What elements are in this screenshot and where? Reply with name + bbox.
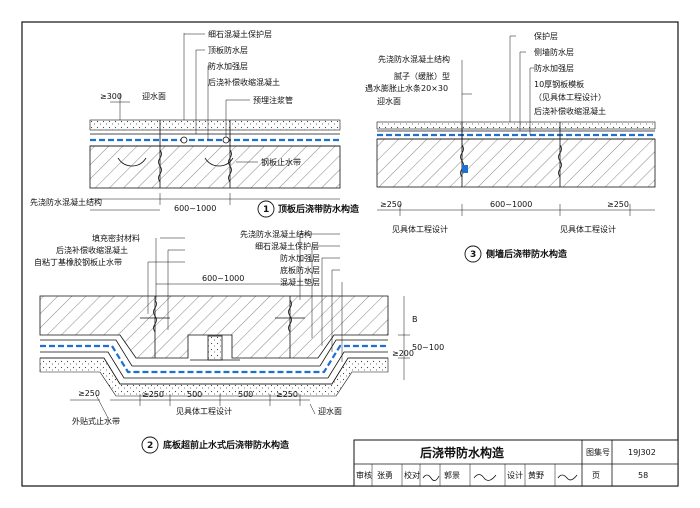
d2-dim-right-b: B xyxy=(412,315,418,324)
d3-label-right-2: 防水加强层 xyxy=(534,63,574,73)
titleblock-design-label: 设计 xyxy=(507,470,523,480)
d2-label-right-4: 混凝土垫层 xyxy=(280,277,320,287)
titleblock-review-name: 张勇 xyxy=(377,471,393,480)
d2-outer-band: 外贴式止水带 xyxy=(72,416,120,426)
diagram-roof-slab xyxy=(89,33,341,211)
titleblock-page-no: 58 xyxy=(638,471,648,480)
d3-label-right-3: 10厚钢板模板 xyxy=(534,79,584,89)
d2-dim-b3: 500 xyxy=(238,390,253,399)
d2-dim-b2: 500 xyxy=(187,390,202,399)
titleblock-title: 后浇带防水构造 xyxy=(420,445,505,460)
diagram-base-slab xyxy=(39,233,410,419)
d3-dim-span: 600~1000 xyxy=(490,200,532,209)
d2-label-right-1: 细石混凝土保护层 xyxy=(255,241,319,251)
d3-label-left-2: 遇水膨胀止水条20×30 xyxy=(365,83,448,93)
d1-caption-no: 1 xyxy=(263,205,269,215)
d2-dim-b1: ≥250 xyxy=(142,390,164,399)
d3-label-right-1: 侧墙防水层 xyxy=(534,47,574,57)
d2-label-left-1: 后浇补偿收缩混凝土 xyxy=(56,245,128,255)
d2-dim-left250: ≥250 xyxy=(78,389,100,398)
d2-dim-right-200: ≥200 xyxy=(392,349,414,358)
d3-label-right-0: 保护层 xyxy=(534,31,558,41)
d1-dim-span: 600~1000 xyxy=(174,204,216,213)
signature-check xyxy=(422,474,440,481)
d2-label-right-0: 先浇防水混凝土结构 xyxy=(240,229,312,239)
d2-label-left-2: 自粘丁基橡胶钢板止水带 xyxy=(34,257,122,267)
d3-caption-no: 3 xyxy=(470,250,476,260)
titleblock-check-name: 郭景 xyxy=(444,470,460,480)
titleblock-page-label: 页 xyxy=(592,471,600,480)
d1-water-face: 迎水面 xyxy=(142,91,166,101)
signature-design xyxy=(557,474,578,481)
titleblock-check-label: 校对 xyxy=(404,470,420,480)
d3-label-left-1: 腻子（缓胀）型 xyxy=(394,71,450,81)
d1-label-5: 钢板止水带 xyxy=(261,157,301,167)
diagram-side-wall xyxy=(376,35,656,216)
d3-label-right-5: 后浇补偿收缩混凝土 xyxy=(534,106,606,116)
titleblock-atlas-no: 19J302 xyxy=(628,448,656,457)
d2-dim-top: 600~1000 xyxy=(202,274,244,283)
d1-label-6: 先浇防水混凝土结构 xyxy=(30,197,102,207)
signature-check-2 xyxy=(473,474,497,481)
d1-dim-left: ≥300 xyxy=(100,92,122,101)
sheet-border xyxy=(21,21,679,487)
d1-label-1: 顶板防水层 xyxy=(208,45,248,55)
d3-caption: 侧墙后浇带防水构造 xyxy=(486,248,568,260)
d2-water-face: 迎水面 xyxy=(318,406,342,416)
d1-label-4: 预埋注浆管 xyxy=(253,95,293,105)
d2-caption-no: 2 xyxy=(147,441,153,451)
d3-label-right-4: （见具体工程设计） xyxy=(534,92,606,102)
d2-caption: 底板超前止水式后浇带防水构造 xyxy=(163,439,290,451)
d1-caption: 顶板后浇带防水构造 xyxy=(278,203,360,215)
d2-label-right-3: 底板防水层 xyxy=(280,265,320,275)
d2-label-right-2: 防水加强层 xyxy=(280,253,320,263)
title-block xyxy=(353,439,679,487)
titleblock-design-name: 黄野 xyxy=(528,470,544,480)
d2-dim-right-50: 50~100 xyxy=(412,343,444,352)
d1-label-0: 细石混凝土保护层 xyxy=(208,29,272,39)
d2-dim-b4: ≥250 xyxy=(276,390,298,399)
d1-caption-circle xyxy=(257,200,275,218)
titleblock-atlas-label: 图集号 xyxy=(586,447,610,457)
d2-caption-circle xyxy=(141,436,159,454)
d2-label-left-0: 填充密封材料 xyxy=(92,233,140,243)
d3-dim-left: ≥250 xyxy=(380,200,402,209)
d1-label-2: 防水加强层 xyxy=(208,61,248,71)
d3-see-right: 见具体工程设计 xyxy=(560,224,616,234)
d3-caption-circle xyxy=(464,245,482,263)
d3-water-face: 迎水面 xyxy=(377,96,401,106)
d1-label-3: 后浇补偿收缩混凝土 xyxy=(208,77,280,87)
d3-see-left: 见具体工程设计 xyxy=(392,224,448,234)
d3-label-left-0: 先浇防水混凝土结构 xyxy=(378,54,450,64)
titleblock-review-label: 审核 xyxy=(356,470,372,480)
d3-dim-right: ≥250 xyxy=(607,200,629,209)
d2-see-project: 见具体工程设计 xyxy=(176,406,232,416)
